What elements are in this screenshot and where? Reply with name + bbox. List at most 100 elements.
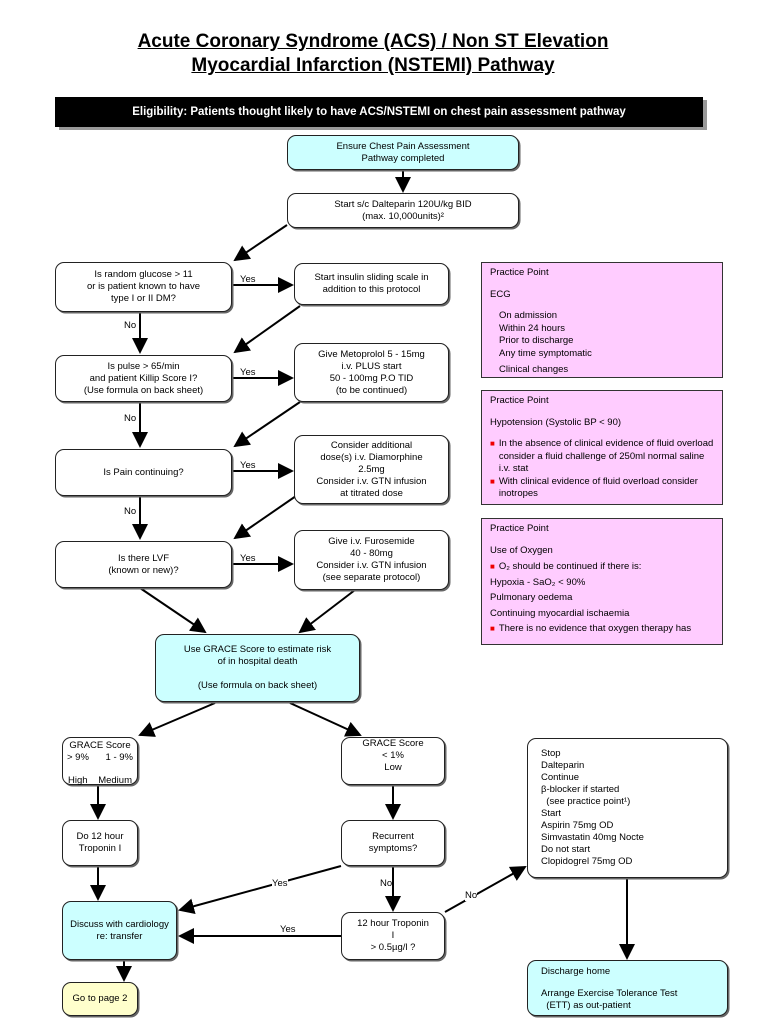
- bullet-icon: ■: [490, 476, 495, 486]
- text: Start: [541, 808, 562, 819]
- text: Discuss with cardiology: [70, 918, 169, 930]
- bullet-icon: ■: [490, 624, 495, 633]
- text: (to be continued): [335, 384, 408, 396]
- pp-item: On admission: [499, 310, 558, 321]
- pp-bullet: In the absence of clinical evidence of f…: [498, 438, 714, 474]
- grace-low-box: GRACE Score< 1%Low: [341, 737, 445, 785]
- arrow: [233, 401, 301, 448]
- text: Do 12 hour: [76, 831, 124, 842]
- text: Troponin I: [78, 843, 122, 854]
- arrow: [178, 865, 342, 915]
- title-line-1: Acute Coronary Syndrome (ACS) / Non ST E…: [137, 31, 609, 52]
- text: GRACE Score: [69, 740, 131, 751]
- text: at titrated dose: [340, 487, 403, 499]
- pp-item: Clinical changes: [499, 364, 569, 375]
- text: Is random glucose > 11: [94, 269, 193, 280]
- practice-point-oxygen: Practice Point Use of Oxygen ■O₂ should …: [481, 518, 723, 645]
- text: < 1%: [382, 750, 404, 761]
- text: Recurrent: [372, 831, 414, 842]
- text: GRACE Score: [362, 738, 424, 749]
- text: 12 hour Troponin: [357, 918, 429, 929]
- yes-label: Yes: [272, 924, 304, 935]
- yes-label: Yes: [240, 460, 256, 471]
- no-label: No: [124, 413, 137, 424]
- text: Continue: [541, 772, 580, 783]
- text: i.v. PLUS start: [341, 360, 402, 372]
- text: > 0.5µg/l ?: [370, 942, 416, 953]
- text: Use GRACE Score to estimate risk: [183, 644, 332, 655]
- arrow: [233, 495, 297, 540]
- pp-item: Hypoxia - SaO₂ < 90%: [490, 576, 586, 588]
- bullet-icon: ■: [490, 439, 495, 448]
- text: symptoms?: [368, 843, 418, 854]
- pp-item: Pulmonary oedema: [490, 592, 573, 603]
- text: (see practice point¹): [541, 796, 631, 807]
- text: Low: [384, 762, 402, 773]
- text: (ETT) as out-patient: [541, 1000, 631, 1011]
- pp-item: Prior to discharge: [499, 335, 574, 346]
- lvf-question: Is there LVF(known or new)?: [55, 541, 232, 588]
- text: type I or II DM?: [111, 293, 176, 304]
- text: Give Metoprolol 5 - 15mg: [318, 348, 425, 360]
- yes-label: Yes: [240, 553, 256, 564]
- text: Dalteparin: [541, 760, 585, 771]
- text: Consider i.v. GTN infusion: [316, 560, 427, 571]
- text: 1 - 9%: [105, 752, 133, 763]
- text: (known or new)?: [108, 564, 179, 576]
- text: of in hospital death: [217, 656, 298, 667]
- text: Is there LVF: [117, 552, 170, 564]
- yes-label: Yes: [240, 367, 256, 378]
- eligibility-banner: Eligibility: Patients thought likely to …: [55, 97, 703, 127]
- pp-subheading: ECG: [490, 288, 511, 300]
- arrow: [233, 224, 288, 262]
- text: Arrange Exercise Tolerance Test: [541, 988, 678, 999]
- text: Discharge home: [541, 966, 611, 977]
- text: Simvastatin 40mg Nocte: [541, 832, 644, 843]
- no-label: No: [380, 878, 393, 889]
- arrow: [233, 305, 301, 354]
- arrow: [138, 702, 216, 737]
- text: Aspirin 75mg OD: [541, 820, 614, 831]
- text: (max. 10,000units)²: [362, 210, 444, 222]
- arrow: [289, 702, 362, 737]
- dalteparin-box: Start s/c Dalteparin 120U/kg BID(max. 10…: [287, 193, 519, 228]
- no-label: No: [124, 506, 137, 517]
- text: 2.5mg: [358, 463, 385, 475]
- text: Is pulse > 65/min: [107, 360, 180, 372]
- text: addition to this protocol: [322, 284, 421, 295]
- text: Give i.v. Furosemide: [328, 536, 415, 547]
- title-line-2: Myocardial Infarction (NSTEMI) Pathway: [191, 55, 555, 76]
- text: Is Pain continuing?: [103, 466, 184, 478]
- arrow: [139, 587, 207, 634]
- pp-bullet: There is no evidence that oxygen therapy…: [498, 623, 692, 634]
- text: High: [68, 775, 88, 786]
- text: Consider i.v. GTN infusion: [316, 475, 427, 487]
- text: Stop: [541, 748, 561, 759]
- text: dose(s) i.v. Diamorphine: [320, 451, 423, 463]
- go-to-page-2[interactable]: Go to page 2: [62, 982, 138, 1016]
- text: 40 - 80mg: [350, 548, 393, 559]
- pp-heading: Practice Point: [490, 523, 549, 534]
- text: (see separate protocol): [322, 572, 421, 583]
- text: Start insulin sliding scale in: [314, 272, 429, 283]
- text: I: [391, 930, 395, 941]
- pp-bullet: With clinical evidence of fluid overload…: [498, 475, 698, 500]
- text: (Use formula on back sheet): [83, 384, 204, 396]
- text: Consider additional: [330, 439, 413, 451]
- text: and patient Killip Score I?: [89, 372, 198, 384]
